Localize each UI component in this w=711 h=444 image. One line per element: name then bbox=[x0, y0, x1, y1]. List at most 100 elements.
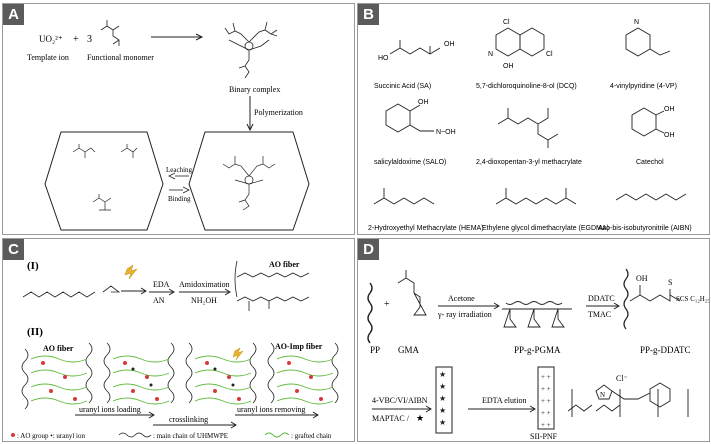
leaching-arrowhead bbox=[168, 172, 176, 180]
arrowhead-to-eda bbox=[140, 287, 147, 295]
ddatc-oh: OH bbox=[636, 274, 648, 283]
left-cavity-sites bbox=[72, 144, 138, 211]
binary-complex-structure bbox=[224, 21, 278, 79]
compound-label-hema: 2-Hydroxyethyl Methacrylate (HEMA) bbox=[368, 225, 484, 232]
stoichiometry-coefficient: 3 bbox=[87, 34, 92, 45]
legend-main-chain-marker bbox=[118, 432, 152, 438]
reagents-label: 4-VBC/VI/AIBN bbox=[372, 396, 428, 405]
acetone-label: Acetone bbox=[448, 294, 475, 303]
compound-label-aibn: Azo-bis-isobutyronitrile (AIBN) bbox=[598, 225, 692, 232]
uranyl-ions bbox=[131, 367, 235, 387]
binary-complex-label: Binary complex bbox=[229, 85, 280, 94]
polymerization-arrowhead bbox=[246, 123, 254, 132]
amidoximation-label: Amidoximation bbox=[179, 280, 230, 289]
svg-text:★: ★ bbox=[439, 406, 446, 415]
dcq-structure bbox=[495, 27, 545, 57]
plus-sign: + bbox=[73, 34, 79, 45]
pp-label: PP bbox=[370, 345, 380, 355]
arrowhead-amidoximation bbox=[224, 288, 231, 296]
maptac-label: MAPTAC / bbox=[372, 414, 410, 423]
pp-g-ddatc-chain bbox=[623, 268, 629, 330]
compound-label-egdma: Ethylene glycol dimethacrylate (EGDMA) bbox=[482, 225, 609, 232]
sii-pnf-repeat-unit bbox=[567, 382, 689, 417]
egdma-structure bbox=[495, 188, 577, 205]
svg-text:+ +: + + bbox=[541, 373, 551, 381]
uranyl-removing-label: uranyl ions removing bbox=[237, 405, 305, 414]
salo-structure bbox=[385, 103, 434, 133]
catechol-oh-1: OH bbox=[664, 106, 675, 113]
reagent-eda: EDA bbox=[153, 280, 170, 289]
ddatc-scs-c12h25: SCS C₁₂H₂₅ bbox=[676, 295, 709, 303]
compound-label-dcq: 5,7-dichloroquinoline-8-ol (DCQ) bbox=[476, 83, 577, 90]
catechol-oh-2: OH bbox=[664, 132, 675, 139]
imprinted-fiber-column bbox=[435, 366, 453, 434]
svg-text:+ +: + + bbox=[541, 409, 551, 417]
panel-d-drawing: PP + GMA Acetone γ- ray irradiation PP-g… bbox=[367, 268, 709, 441]
chloride-counterion: Cl⁻ bbox=[616, 374, 628, 383]
dioxopentanyl-methacrylate-structure bbox=[497, 108, 559, 148]
svg-text:+ +: + + bbox=[541, 385, 551, 393]
compound-label-salo: salicylaldoxime (SALO) bbox=[374, 159, 446, 166]
ao-fiber-title: AO fiber bbox=[269, 260, 300, 269]
arrowhead-ddatc bbox=[613, 302, 620, 310]
arrowhead-acetone bbox=[493, 302, 500, 310]
panel-d-badge: D bbox=[358, 239, 379, 260]
polymerization-label: Polymerization bbox=[254, 108, 303, 117]
part-1-label: (I) bbox=[27, 260, 39, 272]
compound-label-catechol: Catechol bbox=[636, 159, 664, 166]
star-marker: ★ bbox=[416, 413, 424, 423]
imprinted-complex-in-polymer bbox=[222, 156, 276, 211]
uranyl-loading-label: uranyl ions loading bbox=[79, 405, 141, 414]
crosslink-lightning-icon bbox=[232, 347, 244, 361]
compound-label-sa: Succinic Acid (SA) bbox=[374, 83, 431, 90]
pp-chain bbox=[367, 282, 373, 344]
fiber-chains bbox=[21, 342, 339, 410]
pp-g-pgma-label: PP-g-PGMA bbox=[514, 345, 561, 355]
precursor-structure bbox=[22, 285, 121, 298]
edta-elution-label: EDTA elution bbox=[482, 396, 526, 405]
functional-monomer-label: Functional monomer bbox=[87, 53, 154, 62]
legend-ao-group-marker bbox=[11, 433, 15, 437]
right-polymer-hexagon bbox=[188, 131, 310, 231]
arrowhead-edta bbox=[529, 405, 536, 413]
ao-imp-fiber-label: AO-Imp fiber bbox=[275, 342, 323, 351]
removing-arrowhead bbox=[312, 411, 319, 419]
aibn-structure bbox=[615, 193, 687, 201]
pp-g-ddatc-label: PP-g-DDATC bbox=[640, 345, 691, 355]
dcq-n: N bbox=[488, 51, 493, 58]
arrowhead-reagents bbox=[425, 405, 432, 413]
arrowhead-eda-an bbox=[168, 288, 175, 296]
ao-groups-and-uranyl-ions bbox=[41, 361, 323, 401]
sii-pnf-cavities: + ++ ++ ++ ++ + bbox=[541, 373, 551, 429]
binding-label: Binding bbox=[168, 195, 191, 203]
panel-b-badge: B bbox=[358, 4, 379, 25]
imprinted-stars: ★★★ ★★ bbox=[439, 370, 446, 427]
dcq-cl-right: Cl bbox=[546, 51, 553, 58]
sa-oh-text: OH bbox=[444, 41, 455, 48]
gma-structure bbox=[397, 270, 427, 316]
loading-arrowhead bbox=[148, 411, 155, 419]
sa-ho-text: HO bbox=[378, 55, 389, 62]
ddatc-s: S bbox=[668, 278, 672, 287]
legend-grafted-chain: : grafted chain bbox=[291, 432, 332, 440]
sii-pnf-label: SII-PNF bbox=[530, 432, 558, 441]
svg-text:+ +: + + bbox=[541, 421, 551, 429]
plus-sign: + bbox=[384, 299, 390, 310]
reagent-an: AN bbox=[153, 296, 165, 305]
left-polymer-hexagon bbox=[44, 131, 164, 231]
binding-arrowhead bbox=[182, 186, 190, 194]
crosslinking-label: crosslinking bbox=[169, 415, 208, 424]
dcq-oh: OH bbox=[503, 63, 514, 70]
ao-fiber-label: AO fiber bbox=[43, 344, 74, 353]
panel-d: PP + GMA Acetone γ- ray irradiation PP-g… bbox=[357, 238, 710, 442]
4vp-n: N bbox=[634, 19, 639, 26]
panel-a-drawing: UO₂²⁺ + 3 Template ion Functional monome… bbox=[27, 20, 310, 231]
reaction-arrowhead-1 bbox=[195, 33, 204, 41]
panel-a-badge: A bbox=[3, 4, 24, 25]
pp-g-ddatc-structure bbox=[629, 285, 681, 302]
panel-a: UO₂²⁺ + 3 Template ion Functional monome… bbox=[2, 3, 355, 235]
template-ion-label: Template ion bbox=[27, 53, 69, 62]
panel-c-badge: C bbox=[3, 239, 24, 260]
imidazolium-n-plus: N bbox=[600, 391, 605, 399]
svg-text:★: ★ bbox=[439, 370, 446, 379]
